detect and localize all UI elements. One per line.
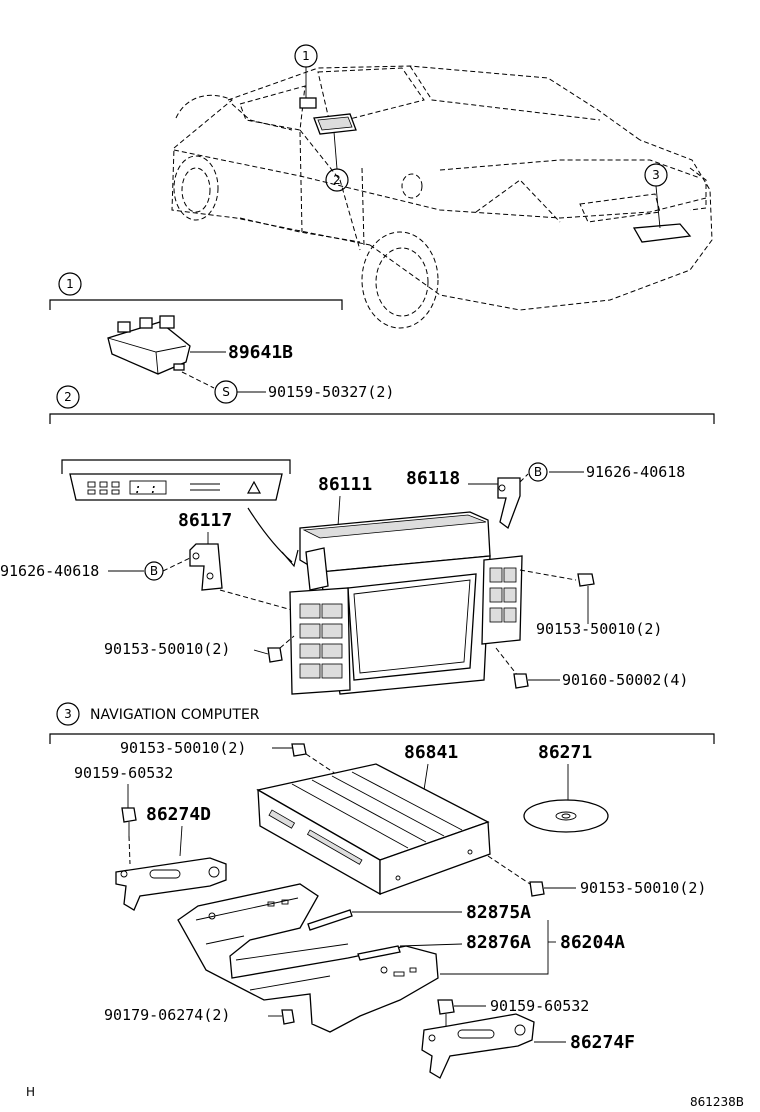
section-2: 2 : : 86111 86118 B — [0, 385, 715, 695]
part-86111: 86111 — [318, 474, 372, 495]
part-90179-06274: 90179-06274(2) — [104, 1006, 230, 1024]
footer-mark: H — [26, 1085, 35, 1099]
symbol-b-right: B — [534, 465, 542, 479]
svg-text:: :: : : — [134, 482, 157, 497]
part-89641b: 89641B — [228, 342, 293, 363]
symbol-b-left: B — [150, 564, 158, 578]
part-90153-50010-left: 90153-50010(2) — [104, 640, 230, 658]
symbol-s: S — [222, 385, 230, 399]
section-1-number: 1 — [66, 277, 74, 291]
part-90159-50327: 90159-50327(2) — [268, 383, 394, 401]
callout-3: 3 — [644, 163, 668, 229]
part-86841: 86841 — [404, 742, 458, 763]
section-2-number: 2 — [64, 390, 72, 404]
part-90159-60532-a: 90159-60532 — [74, 764, 173, 782]
part-90153-50010-right: 90153-50010(2) — [536, 620, 662, 638]
section-3: 3 NAVIGATION COMPUTER 90153-50010(2) 868… — [49, 702, 715, 1079]
callout-2-label: 2 — [333, 173, 341, 187]
part-90153-50010-bottom: 90153-50010(2) — [580, 879, 706, 897]
bracket-86274f — [421, 1013, 535, 1079]
diagram-id: 861238B — [690, 1095, 744, 1109]
section-3-number: 3 — [64, 707, 72, 721]
part-86274f: 86274F — [570, 1032, 635, 1053]
mount-frame-86204a — [177, 883, 439, 1033]
part-91626-40618-left: 91626-40618 — [0, 562, 99, 580]
part-82876a: 82876A — [466, 932, 531, 953]
part-86118: 86118 — [406, 468, 460, 489]
part-86271: 86271 — [538, 742, 592, 763]
bracket-86274d — [115, 857, 227, 911]
section-1: 1 89641B S 90159-50327(2) — [49, 272, 394, 404]
navigation-computer-86841 — [256, 763, 491, 896]
part-86117: 86117 — [178, 510, 232, 531]
module-89641b — [107, 315, 191, 375]
callout-2: 2 — [325, 131, 349, 192]
part-90159-60532-b: 90159-60532 — [490, 997, 589, 1015]
part-82875a: 82875A — [466, 902, 531, 923]
part-90153-50010-top: 90153-50010(2) — [120, 739, 246, 757]
section-3-title: NAVIGATION COMPUTER — [90, 707, 260, 723]
callout-1: 1 — [294, 44, 318, 98]
car-illustration — [171, 65, 713, 329]
disc-86271 — [523, 799, 609, 833]
part-90160-50002: 90160-50002(4) — [562, 671, 688, 689]
display-unit-86111 — [289, 511, 523, 695]
callout-3-label: 3 — [652, 168, 660, 182]
part-91626-40618-right: 91626-40618 — [586, 463, 685, 481]
part-86274d: 86274D — [146, 804, 211, 825]
part-86204a: 86204A — [560, 932, 625, 953]
callout-1-label: 1 — [302, 49, 310, 63]
clock-display-panel: : : — [61, 459, 291, 501]
